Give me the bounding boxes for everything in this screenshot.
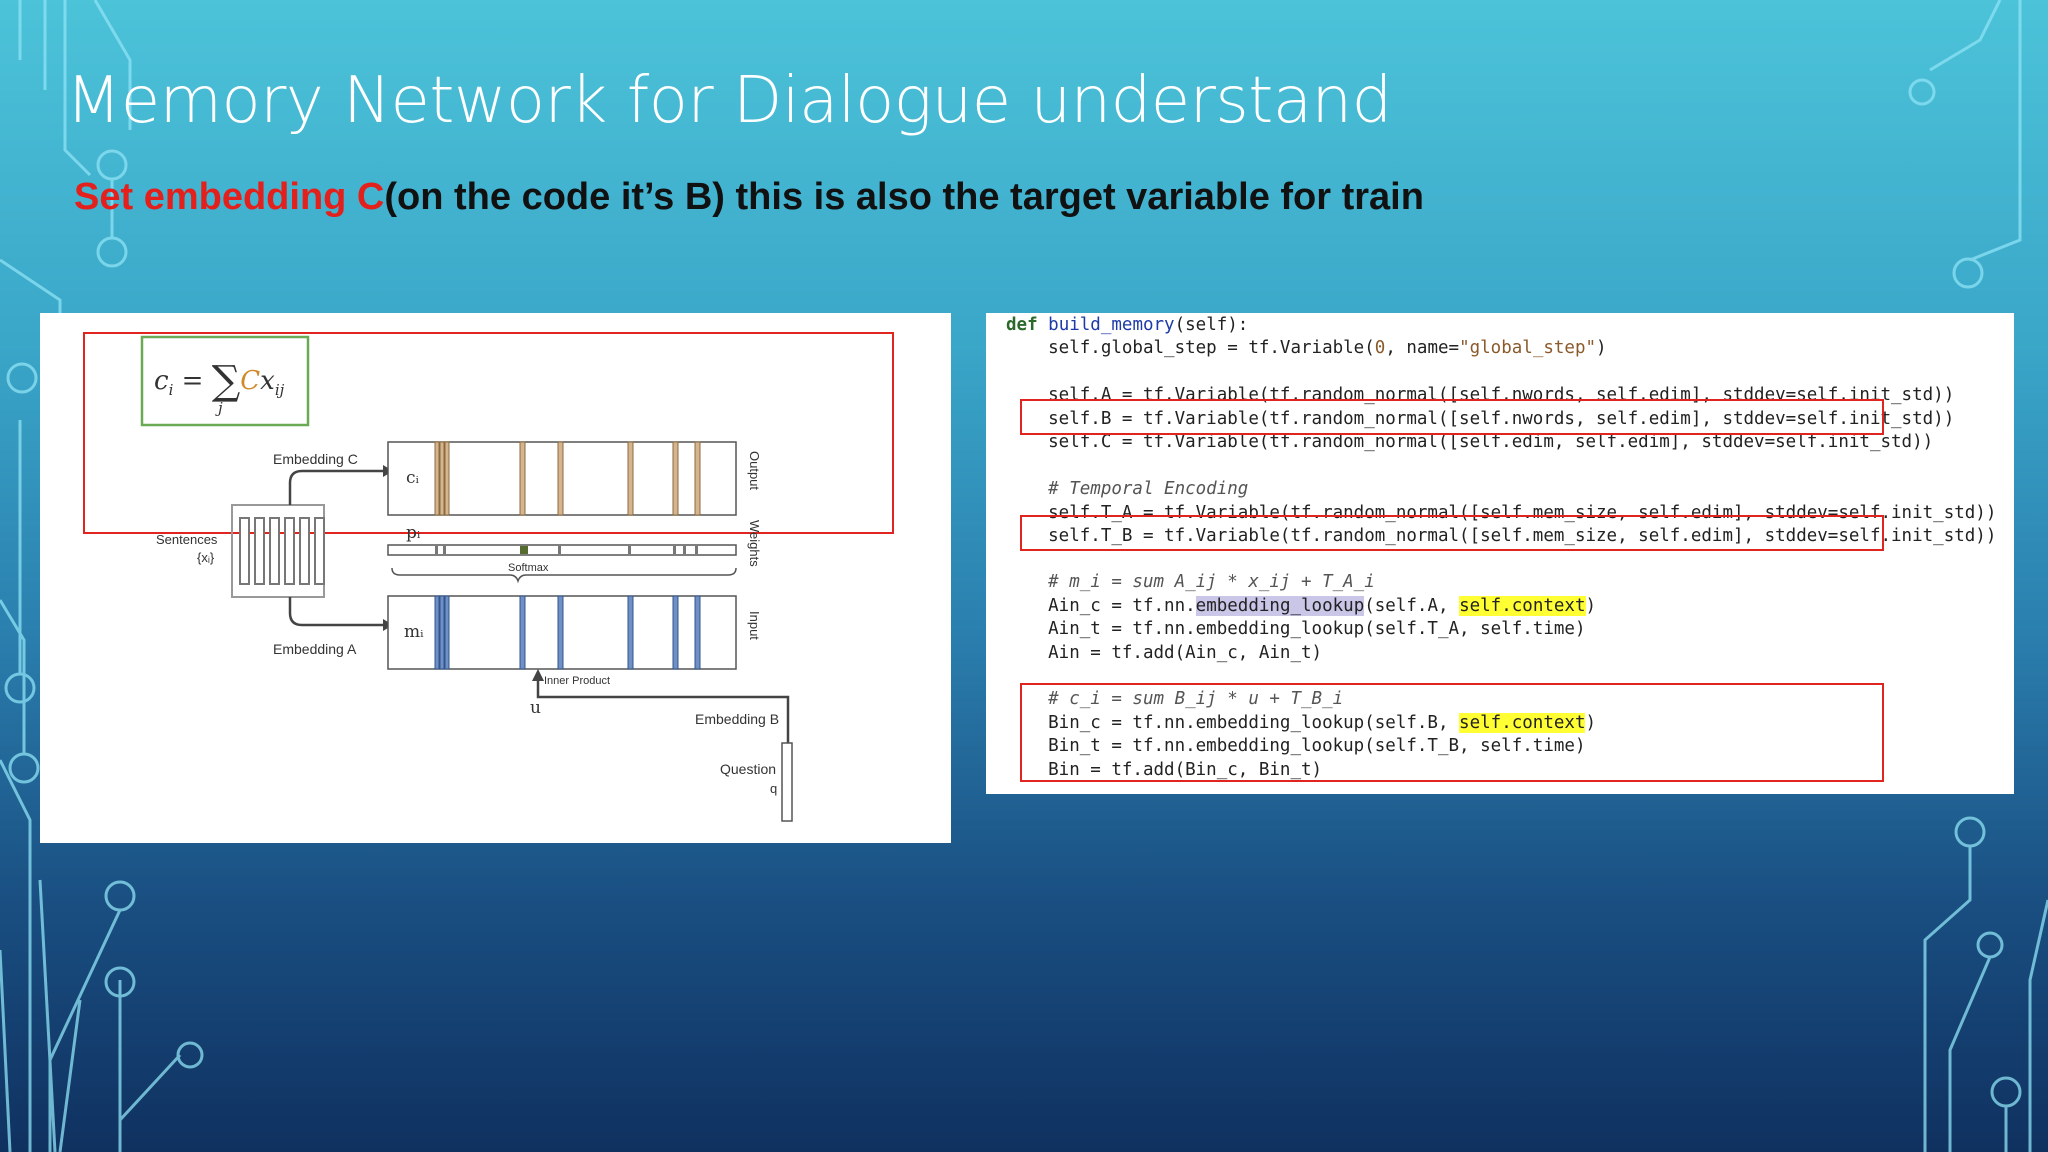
- formula-x-sub: ij: [274, 381, 285, 400]
- code-line-t-a: self.T_A = tf.Variable(tf.random_normal(…: [1006, 503, 1997, 523]
- code-panel: def build_memory(self): self.global_step…: [986, 313, 2014, 794]
- m-label: mᵢ: [404, 622, 424, 642]
- q-label: q: [770, 781, 778, 796]
- slide-title: Memory Network for Dialogue understand: [66, 64, 1392, 138]
- code-line-bin: Bin = tf.add(Bin_c, Bin_t): [1006, 760, 1323, 780]
- formula-c: C: [240, 366, 261, 396]
- formula-sum-sub: j: [218, 399, 223, 417]
- diagram-svg: [83, 332, 894, 822]
- sentences-sub-label: {xᵢ}: [197, 550, 215, 565]
- code-text: Bin_c = tf.nn.embedding_lookup(self.B,: [1006, 713, 1460, 733]
- u-label: u: [530, 698, 541, 718]
- code-text: ): [1585, 596, 1597, 616]
- formula-lhs: c: [154, 366, 169, 396]
- code-string: "global_step": [1459, 338, 1597, 358]
- code-comment-c: # c_i = sum B_ij * u + T_B_i: [1006, 689, 1344, 709]
- code-line-2: self.global_step = tf.Variable(0, name="…: [1006, 338, 1607, 358]
- code-comment-temporal: # Temporal Encoding: [1006, 479, 1249, 499]
- code-line-t-b: self.T_B = tf.Variable(tf.random_normal(…: [1006, 526, 1997, 546]
- embedding-b-label: Embedding B: [695, 711, 780, 727]
- code-line-ain-t: Ain_t = tf.nn.embedding_lookup(self.T_A,…: [1006, 619, 1586, 639]
- code-line-ain: Ain = tf.add(Ain_c, Ain_t): [1006, 643, 1323, 663]
- code-number: 0: [1374, 338, 1386, 358]
- slide-subtitle: Set embedding C(on the code it’s B) this…: [74, 176, 1424, 219]
- highlight-box: [83, 332, 894, 534]
- c-label: cᵢ: [406, 468, 419, 488]
- code-line-1: def build_memory(self):: [1006, 315, 1248, 335]
- code-text: , name=: [1385, 338, 1460, 358]
- code-line-self-b: self.B = tf.Variable(tf.random_normal([s…: [1006, 409, 1955, 429]
- code-highlight-lookup: embedding_lookup: [1195, 596, 1365, 616]
- weights-label: Weights: [747, 520, 762, 567]
- inner-product-label: Inner Product: [544, 675, 611, 687]
- code-line-self-c: self.C = tf.Variable(tf.random_normal([s…: [1006, 432, 1934, 452]
- code-highlight-context: self.context: [1459, 713, 1586, 733]
- code-text: (self.A,: [1364, 596, 1460, 616]
- subtitle-rest: (on the code it’s B) this is also the ta…: [384, 176, 1424, 218]
- subtitle-highlight: Set embedding C: [74, 176, 385, 218]
- highlight-box-bin: [1020, 683, 1884, 782]
- code-text: ): [1585, 713, 1597, 733]
- input-label: Input: [747, 611, 762, 640]
- formula-lhs-sub: i: [168, 381, 174, 400]
- code-keyword-def: def: [1006, 315, 1038, 335]
- code-text: ): [1596, 338, 1607, 358]
- sentences-label: Sentences: [156, 532, 218, 547]
- softmax-label: Softmax: [508, 562, 549, 574]
- weights-bar: [387, 544, 737, 556]
- code-space: [1038, 315, 1049, 335]
- code-function-name: build_memory: [1048, 315, 1175, 335]
- question-label: Question: [720, 761, 777, 777]
- memory-network-diagram: ci = ∑Cxij j Embedding C Embedding A Emb…: [40, 313, 951, 843]
- highlight-box-self-b: [1020, 399, 1884, 435]
- p-label: pᵢ: [406, 523, 421, 543]
- code-params: (self):: [1174, 315, 1249, 335]
- code-text: Ain_c = tf.nn.: [1006, 596, 1196, 616]
- code-comment-m: # m_i = sum A_ij * x_ij + T_A_i: [1006, 572, 1375, 592]
- code-line-bin-t: Bin_t = tf.nn.embedding_lookup(self.T_B,…: [1006, 736, 1586, 756]
- highlight-box-t-b: [1020, 515, 1884, 551]
- code-text: self.global_step = tf.Variable(: [1006, 338, 1375, 358]
- embedding-c-label: Embedding C: [273, 451, 358, 467]
- code-highlight-context: self.context: [1459, 596, 1586, 616]
- formula-sum: ∑: [211, 358, 241, 404]
- question-bar: [781, 742, 793, 822]
- formula-x: x: [260, 366, 275, 396]
- embedding-a-label: Embedding A: [273, 641, 357, 657]
- code-line-ain-c: Ain_c = tf.nn.embedding_lookup(self.A, s…: [1006, 596, 1596, 616]
- formula-box: [140, 335, 310, 427]
- code-line-bin-c: Bin_c = tf.nn.embedding_lookup(self.B, s…: [1006, 713, 1596, 733]
- output-label: Output: [747, 451, 762, 491]
- formula-eq: =: [181, 366, 204, 396]
- formula: ci = ∑Cxij: [154, 353, 285, 404]
